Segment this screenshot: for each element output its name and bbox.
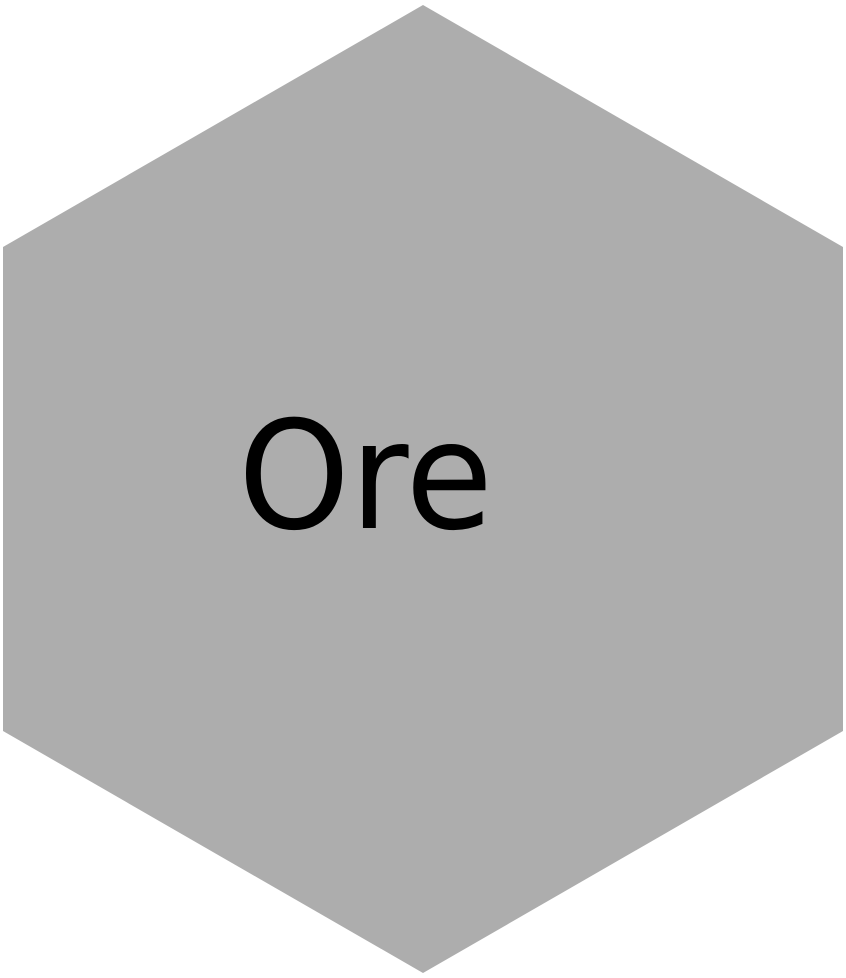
ore-hex-tile[interactable] [3, 5, 843, 973]
tile-resource-label: Ore [238, 390, 493, 564]
